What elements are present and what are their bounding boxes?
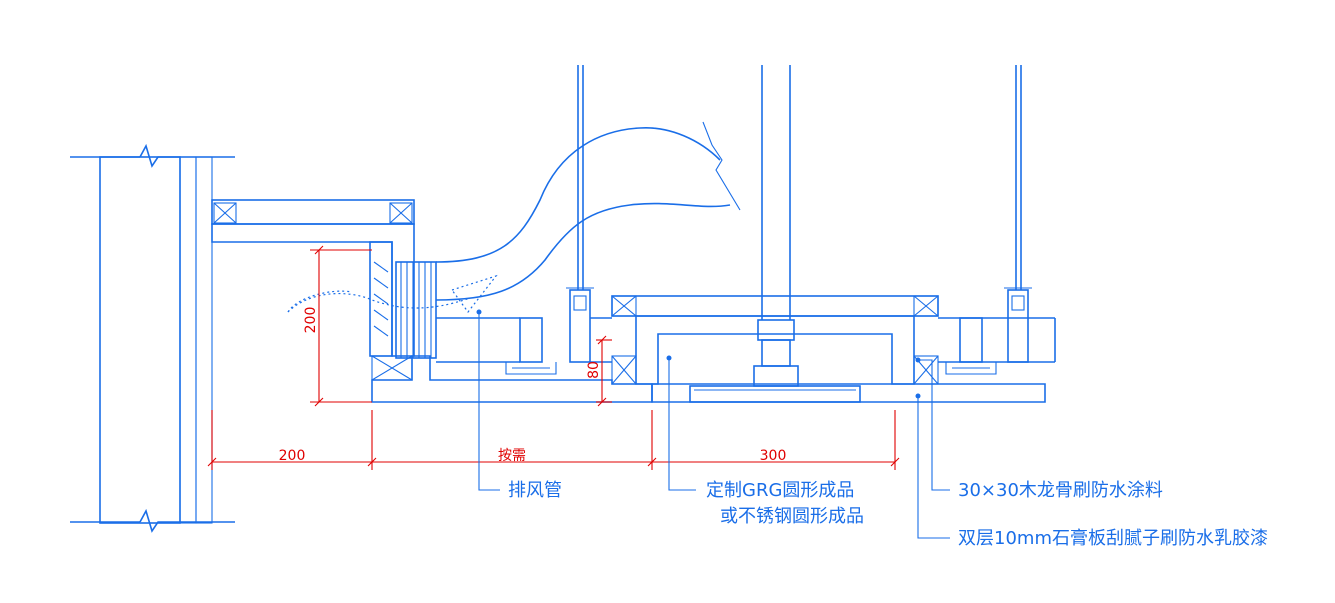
label-grg-line1: 定制GRG圆形成品 [706, 480, 854, 501]
dim-right-width: 300 [760, 448, 787, 464]
pendant-light-fixture [689, 319, 861, 403]
dim-profile-height: 80 [586, 361, 602, 379]
dim-mid-width: 按需 [498, 448, 526, 464]
dimension-lines [207, 245, 900, 470]
label-keel: 30×30木龙骨刷防水涂料 [958, 480, 1163, 501]
lower-gypsum-board [371, 355, 1046, 403]
dim-left-width: 200 [279, 448, 306, 464]
label-gypsum: 双层10mm石膏板刮腻子刷防水乳胶漆 [958, 527, 1268, 549]
exhaust-grille [369, 241, 413, 381]
leader-lines [476, 309, 950, 539]
hanger-rods [577, 65, 1022, 320]
airflow-arrow [287, 274, 498, 313]
label-grg-line2: 或不锈钢圆形成品 [720, 506, 864, 527]
dim-duct-height: 200 [303, 307, 319, 334]
label-exhaust-pipe: 排风管 [508, 480, 562, 501]
concrete-wall [70, 143, 235, 533]
flexible-duct [395, 121, 741, 363]
hanger-brackets [505, 287, 1056, 375]
